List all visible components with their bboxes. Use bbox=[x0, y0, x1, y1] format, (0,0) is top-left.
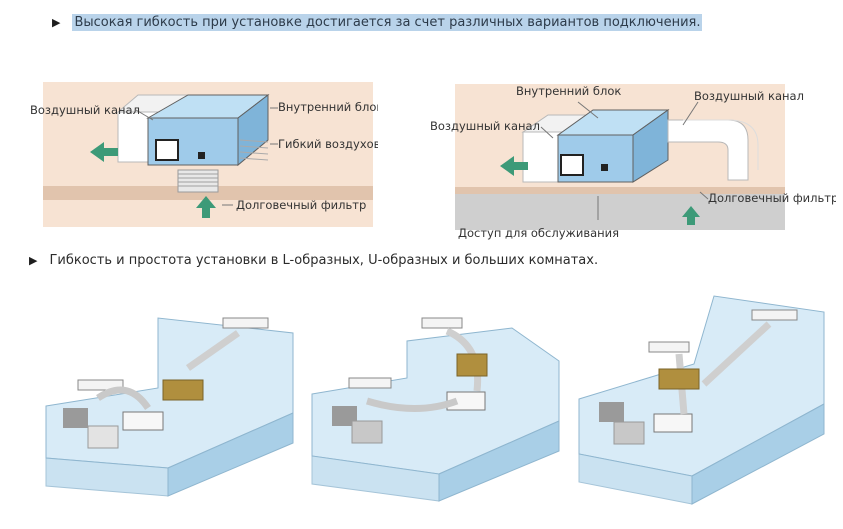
bullet-arrow-icon: ▶ bbox=[29, 254, 38, 267]
room-large-illustration bbox=[578, 295, 825, 505]
bullet-text: Гибкость и простота установки в L-образн… bbox=[49, 253, 599, 268]
room-l-shaped-illustration bbox=[45, 317, 294, 497]
airflow-up-arrow bbox=[196, 196, 216, 218]
diagram-duct-connection-right: Воздушный канал Внутренний блок Воздушны… bbox=[430, 84, 836, 240]
label-filter: Долговечный фильтр bbox=[708, 191, 836, 205]
airflow-left-arrow bbox=[500, 156, 528, 176]
bullet-flexible-installation: ▶ Гибкость и простота установки в L-обра… bbox=[29, 253, 598, 268]
label-air-duct: Воздушный канал bbox=[30, 103, 140, 117]
label-indoor-unit: Внутренний блок bbox=[278, 100, 378, 114]
label-air-duct-right: Воздушный канал bbox=[694, 89, 804, 103]
room-u-shaped-illustration bbox=[311, 317, 560, 502]
bullet-arrow-icon: ▶ bbox=[52, 16, 61, 29]
airflow-left-arrow bbox=[90, 142, 118, 162]
airflow-up-arrow bbox=[682, 206, 700, 225]
bullet-high-flexibility: ▶ Высокая гибкость при установке достига… bbox=[52, 14, 703, 31]
label-filter: Долговечный фильтр bbox=[236, 198, 366, 212]
bullet-text: Высокая гибкость при установке достигает… bbox=[72, 14, 703, 31]
label-indoor-unit: Внутренний блок bbox=[516, 84, 621, 98]
label-air-duct-left: Воздушный канал bbox=[430, 119, 540, 133]
label-service-access: Доступ для обслуживания bbox=[458, 226, 619, 240]
label-flex-duct: Гибкий воздуховод bbox=[278, 137, 378, 151]
diagram-duct-connection-left: Воздушный канал Внутренний блок Гибкий в… bbox=[30, 82, 378, 227]
